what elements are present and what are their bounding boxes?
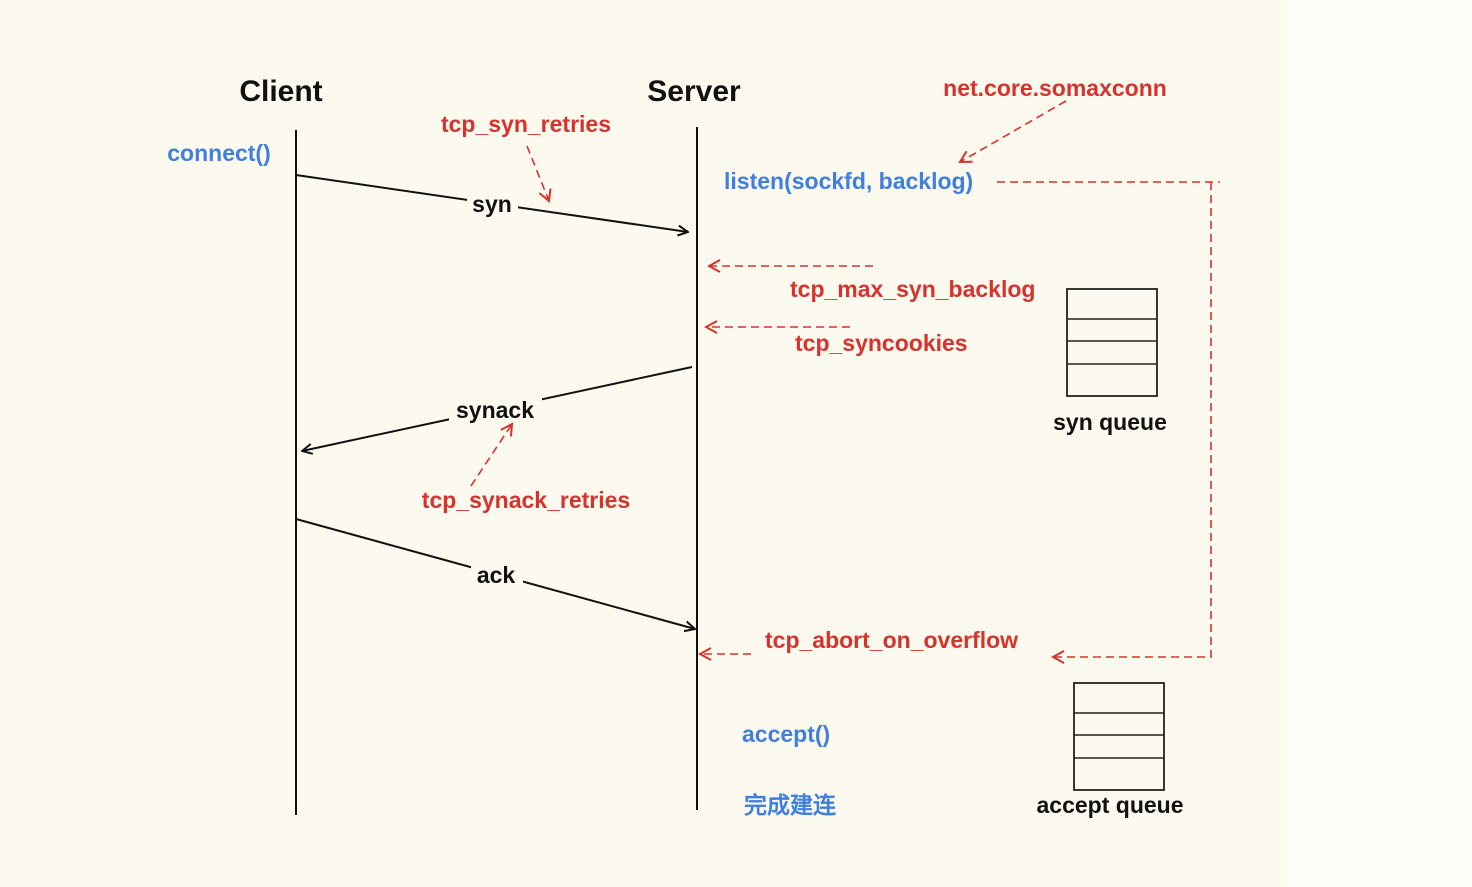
right-background-panel: [1287, 0, 1472, 887]
backlog-dashed-path: [997, 181, 1220, 657]
ack-label-mask: [471, 561, 523, 587]
accept-queue-box: [1073, 682, 1165, 791]
param-abort-on-overflow: tcp_abort_on_overflow: [765, 627, 1018, 653]
listen-call: listen(sockfd, backlog): [724, 168, 973, 194]
syn-queue: [1066, 288, 1158, 397]
somaxconn-pointer-arrow: [960, 100, 1067, 162]
accept-queue: [1073, 682, 1165, 791]
synack-label-mask: [449, 396, 542, 424]
param-max-syn-backlog: tcp_max_syn_backlog: [790, 276, 1035, 302]
param-syncookies: tcp_syncookies: [795, 330, 968, 356]
client-title: Client: [239, 75, 322, 108]
synack-label: synack: [456, 397, 534, 423]
syn-label: syn: [472, 191, 512, 217]
ack-label: ack: [477, 562, 516, 588]
param-syn-retries: tcp_syn_retries: [441, 111, 611, 137]
syn-queue-label: syn queue: [1053, 409, 1167, 435]
synack-retries-pointer-arrow: [470, 424, 512, 487]
accept-queue-label: accept queue: [1037, 792, 1184, 818]
server-title: Server: [647, 75, 741, 108]
syn-retries-pointer-arrow: [526, 145, 549, 201]
param-synack-retries: tcp_synack_retries: [422, 487, 630, 513]
connect-call: connect(): [167, 140, 271, 166]
connection-established-label: 完成建连: [744, 792, 837, 818]
syn-label-mask: [467, 191, 518, 217]
syn-queue-box: [1066, 288, 1158, 397]
param-somaxconn: net.core.somaxconn: [943, 75, 1167, 101]
accept-call: accept(): [742, 721, 830, 747]
